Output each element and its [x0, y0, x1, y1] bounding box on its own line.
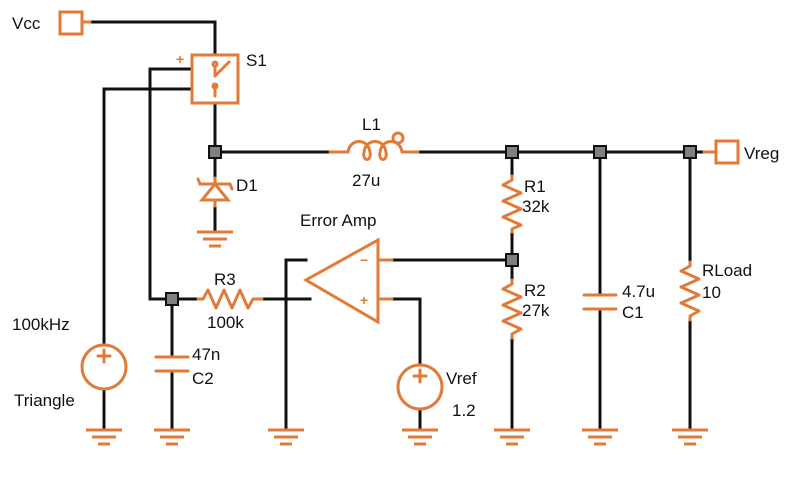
resistor-rload[interactable]	[679, 260, 701, 322]
node-rload-top[interactable]	[683, 145, 697, 159]
vref-source[interactable]	[396, 363, 444, 411]
vreg-label: Vreg	[744, 144, 779, 163]
ground-vref	[402, 428, 438, 446]
c2-name-label: C2	[192, 369, 214, 388]
capacitor-c2[interactable]	[154, 355, 190, 373]
c2-value-label: 47n	[192, 345, 220, 364]
wire-switch-control	[148, 67, 194, 301]
ground-r2	[494, 428, 530, 446]
freq-label: 100kHz	[12, 315, 70, 334]
triangle-source[interactable]	[80, 343, 128, 391]
vcc-port[interactable]	[58, 10, 92, 36]
ground-c2	[154, 428, 190, 446]
rload-name-label: RLoad	[702, 261, 752, 280]
node-feedback[interactable]	[505, 253, 519, 267]
node-r1-top[interactable]	[505, 145, 519, 159]
capacitor-c1[interactable]	[582, 293, 618, 311]
r2-value-label: 27k	[522, 301, 550, 320]
resistor-r2[interactable]	[501, 278, 523, 340]
node-r3-left[interactable]	[165, 292, 179, 306]
switch-s1[interactable]	[190, 53, 240, 105]
wire-amp-plus	[376, 297, 422, 365]
vreg-port[interactable]	[702, 139, 740, 165]
amp-minus-sign: −	[360, 252, 368, 268]
r1-value-label: 32k	[522, 197, 550, 216]
r3-name-label: R3	[214, 270, 236, 289]
s1-plus-sign: +	[176, 51, 184, 67]
vref-value-label: 1.2	[452, 401, 476, 420]
r3-value-label: 100k	[207, 313, 244, 332]
error-amp[interactable]	[302, 237, 394, 325]
resistor-r3[interactable]	[196, 288, 264, 310]
r1-name-label: R1	[524, 177, 546, 196]
l1-name-label: L1	[362, 115, 381, 134]
ground-diode	[197, 230, 233, 248]
s1-label: S1	[246, 51, 267, 70]
diode-d1[interactable]	[196, 176, 234, 208]
c1-value-label: 4.7u	[622, 282, 655, 301]
vcc-label: Vcc	[12, 14, 41, 33]
c1-name-label: C1	[622, 303, 644, 322]
triangle-label: Triangle	[14, 391, 75, 410]
wires	[84, 20, 714, 432]
rload-value-label: 10	[702, 283, 721, 302]
l1-value-label: 27u	[352, 171, 380, 190]
amp-plus-sign: +	[360, 292, 368, 308]
wire-amp-out-to-ground	[284, 258, 308, 432]
node-c1-top[interactable]	[593, 145, 607, 159]
inductor-l1[interactable]	[328, 131, 420, 161]
wire-triangle	[102, 87, 194, 345]
wire-vcc	[84, 20, 217, 57]
error-amp-label: Error Amp	[300, 211, 377, 230]
d1-label: D1	[236, 176, 258, 195]
ground-amp	[268, 428, 304, 446]
resistor-r1[interactable]	[501, 174, 523, 234]
ground-c1	[582, 428, 618, 446]
r2-name-label: R2	[524, 281, 546, 300]
ground-triangle	[86, 428, 122, 446]
node-switch-out[interactable]	[208, 145, 222, 159]
vref-name-label: Vref	[446, 369, 477, 388]
ground-rload	[672, 428, 708, 446]
